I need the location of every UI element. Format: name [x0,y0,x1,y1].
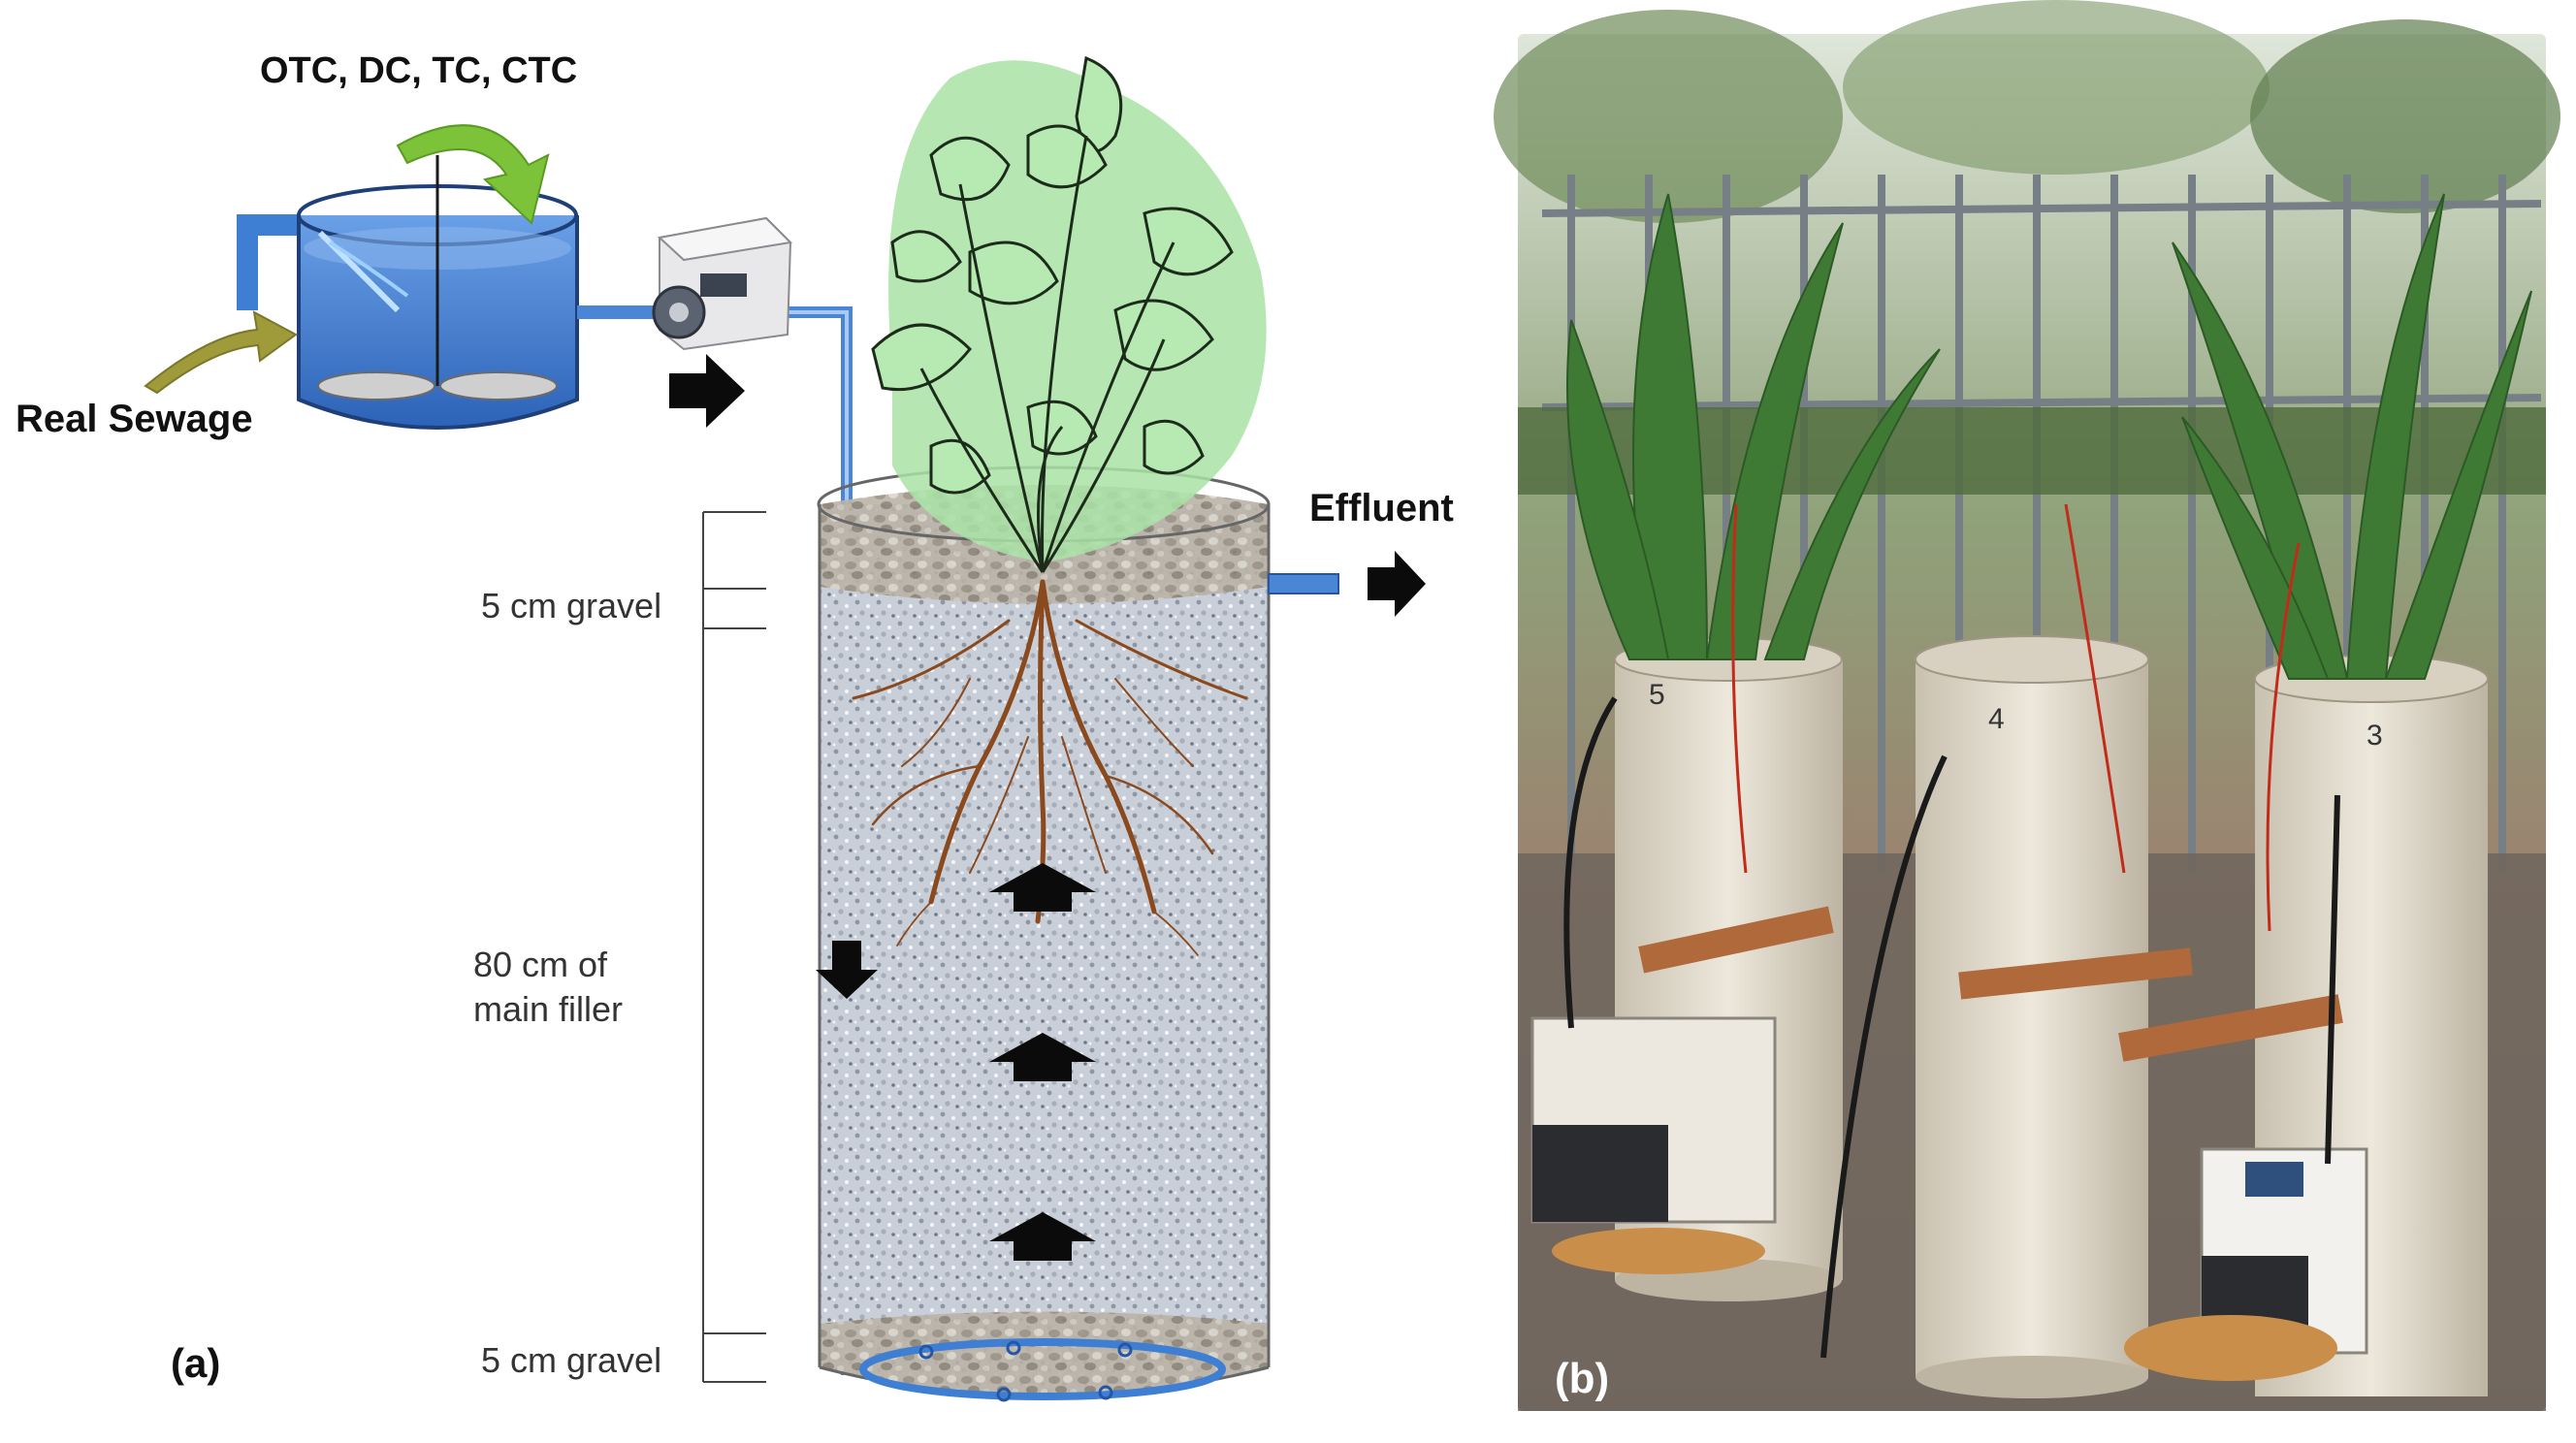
distribution-ring [859,1338,1226,1400]
column-number-5: 5 [1649,679,1665,711]
photo-pump-left [1530,1016,1777,1274]
layer-brackets [702,511,766,1383]
peristaltic-pump [652,216,793,351]
panel-b-label: (b) [1555,1355,1610,1402]
bottom-layer-label: 5 cm gravel [481,1340,662,1380]
down-arrow [816,941,878,999]
effluent-arrow [1368,551,1426,617]
panel-b-photo [1494,0,2560,1411]
antibiotics-arrow [396,124,550,225]
sewage-label: Real Sewage [16,398,253,440]
outlet-pipe [1268,573,1339,594]
plant-roots [852,579,1248,956]
up-arrow-3 [989,1212,1096,1261]
sewage-arrow [144,310,298,395]
effluent-label: Effluent [1309,487,1454,529]
column-number-4: 4 [1988,703,2005,735]
photo-pump-right [2124,1147,2368,1381]
column-pipe-4 [1915,635,2149,1398]
mixing-tank [297,155,579,430]
plant-canopy [871,55,1267,573]
sampling-rail-3 [2118,994,2343,1062]
top-layer-label: 5 cm gravel [481,586,662,625]
up-arrow-1 [989,863,1096,912]
panel-a-label: (a) [171,1340,221,1386]
inlet-pipe [237,214,301,310]
column-number-3: 3 [2367,720,2383,752]
photo-tubes [1563,696,2340,1359]
photo-plants [1566,193,2532,680]
main-layer-label-line2: main filler [473,989,624,1029]
flow-arrow-right [669,354,745,428]
panel-a [144,55,1426,1402]
up-arrow-2 [989,1033,1096,1081]
sampling-rail-5 [1638,906,1834,974]
antibiotics-label: OTC, DC, TC, CTC [260,50,578,91]
photo-roots [1731,503,2301,932]
sampling-rail-4 [1958,947,2193,1000]
main-layer-label-line1: 80 cm of [473,945,608,984]
